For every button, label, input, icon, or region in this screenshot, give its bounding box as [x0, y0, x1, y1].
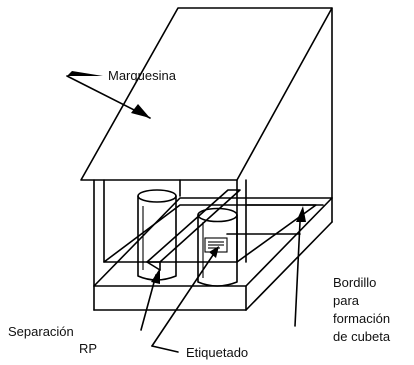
separation-wall-front: [146, 261, 161, 271]
separation-arrow: [140, 268, 160, 331]
canopy-arrow: [66, 71, 151, 119]
canopy-label: Marquesina: [108, 68, 177, 83]
curb-side-bottom: [245, 221, 333, 311]
separation-label-line2: RP: [79, 341, 97, 356]
curb-label-line4: de cubeta: [333, 329, 391, 344]
labeling-arrow: [151, 246, 219, 353]
labeling-label: Etiquetado: [186, 345, 248, 360]
curb-label-line3: formación: [333, 311, 390, 326]
curb-arrow: [294, 206, 306, 327]
curb-label-line2: para: [333, 293, 360, 308]
separation-wall: [146, 189, 241, 263]
curb-inner-outline: [103, 204, 317, 263]
canopy-roof: [80, 7, 333, 181]
separation-label-line1: Separación: [8, 324, 74, 339]
curb-label-line1: Bordillo: [333, 275, 376, 290]
